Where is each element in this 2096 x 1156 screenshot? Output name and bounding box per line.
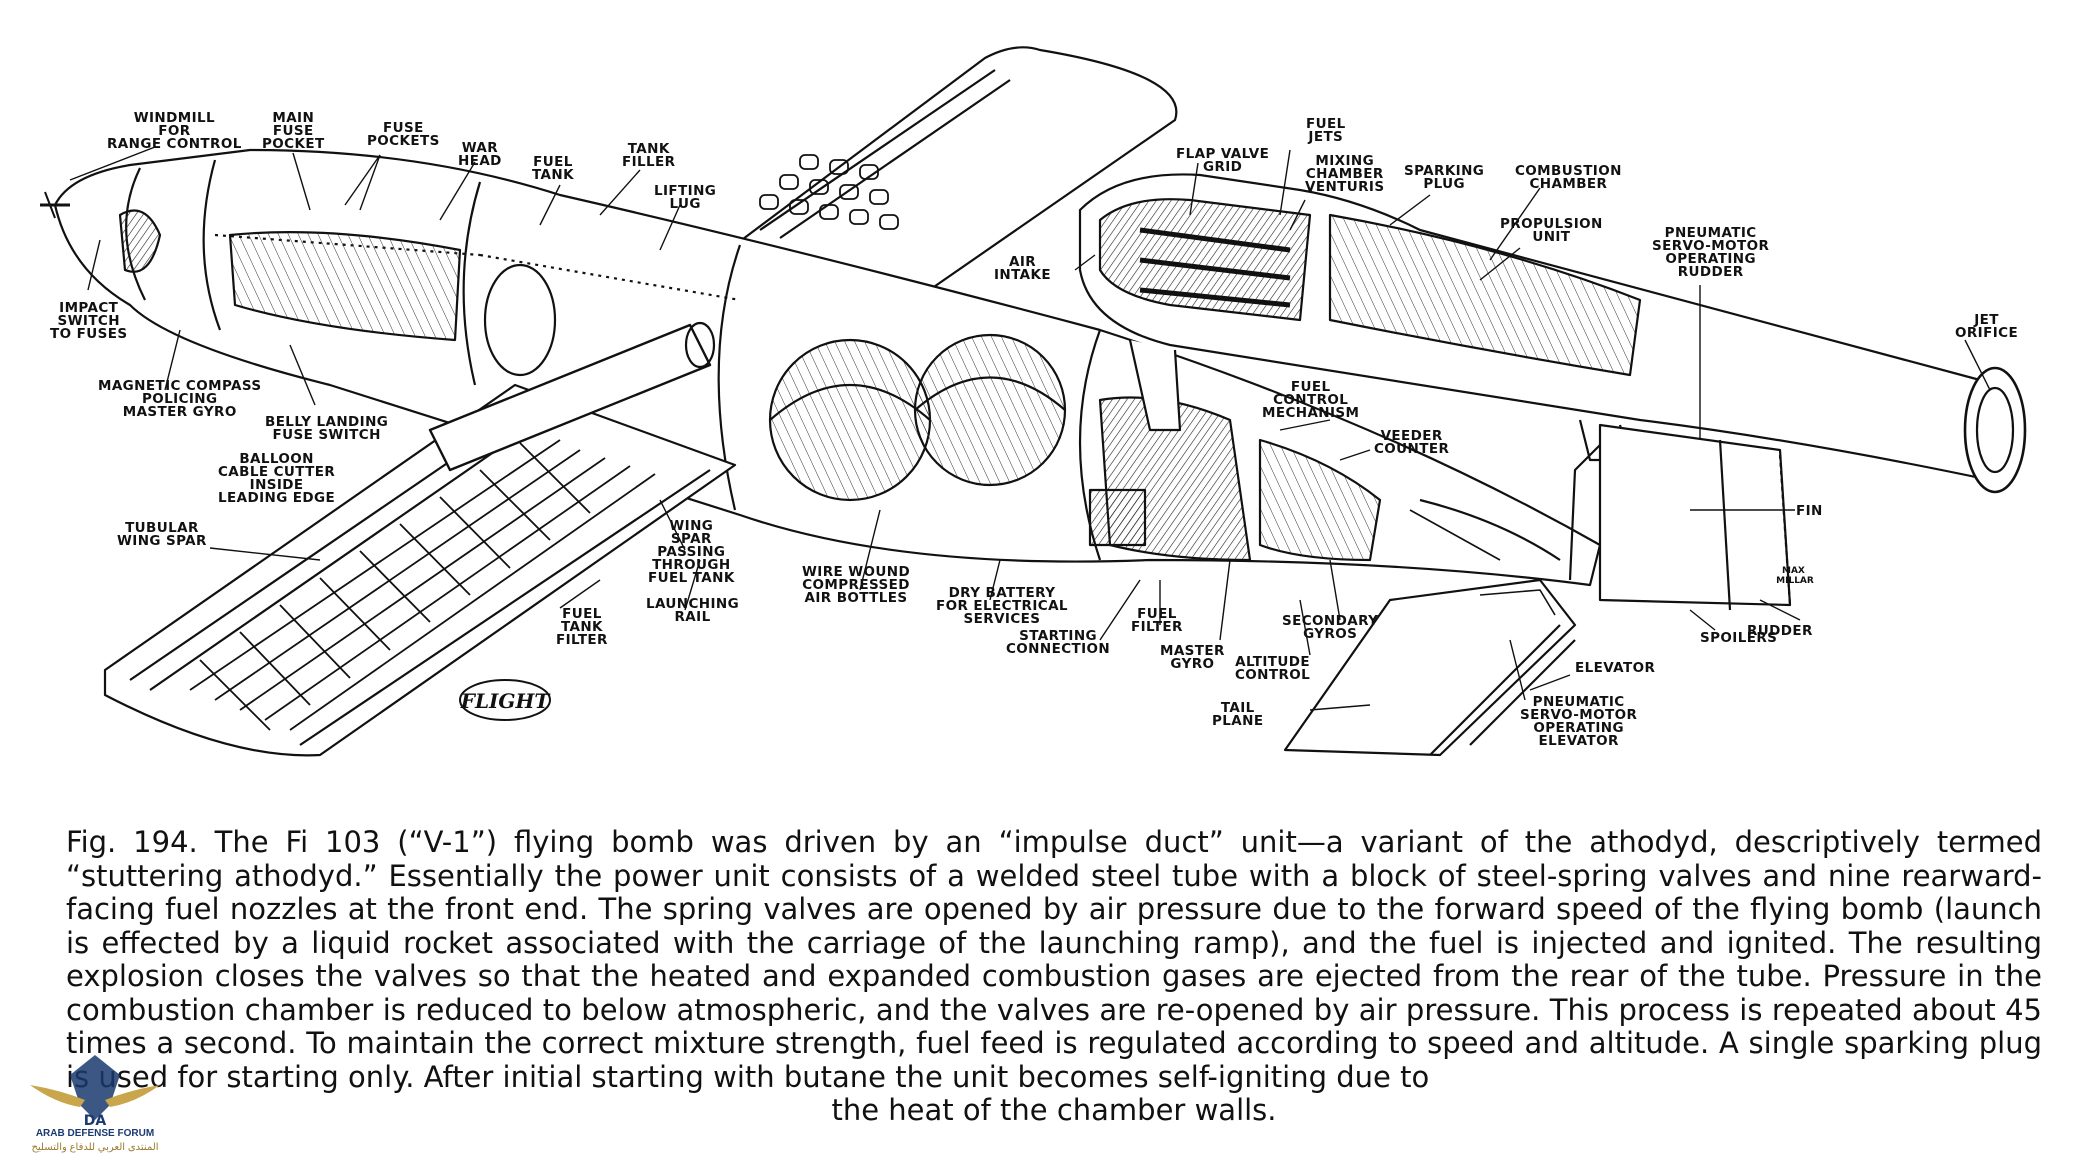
label-propulsion-unit: PROPULSION UNIT [1500, 216, 1603, 245]
caption-body: Fig. 194. The Fi 103 (“V-1”) flying bomb… [66, 825, 2042, 1094]
label-fuel-control: FUEL CONTROL MECHANISM [1262, 379, 1360, 421]
label-lifting-lug: LIFTING LUG [654, 183, 717, 212]
label-jet-orifice: JET ORIFICE [1955, 312, 2019, 341]
label-flap-valve-grid: FLAP VALVE GRID [1176, 146, 1270, 175]
label-fuel-filter: FUEL FILTER [1131, 606, 1183, 635]
label-altitude-control: ALTITUDE CONTROL [1235, 654, 1311, 683]
watermark-emblem-text: DA [84, 1113, 107, 1129]
label-fin: FIN [1796, 503, 1823, 519]
label-magnetic-compass: MAGNETIC COMPASS POLICING MASTER GYRO [98, 378, 262, 420]
caption-last-line: the heat of the chamber walls. [831, 1093, 1277, 1127]
lower-wing [103, 321, 737, 757]
label-windmill: WINDMILL FOR RANGE CONTROL [107, 110, 242, 152]
label-master-gyro: MASTER GYRO [1160, 643, 1225, 672]
label-air-intake: AIR INTAKE [994, 254, 1052, 283]
label-tank-filler: TANK FILLER [622, 141, 676, 170]
flight-logo [459, 679, 551, 721]
label-fuel-jets: FUEL JETS [1306, 116, 1346, 145]
v1-cutaway-drawing: FLIGHT [40, 46, 2027, 757]
label-sparking-plug: SPARKING PLUG [1404, 163, 1485, 192]
upper-wing [733, 46, 1178, 302]
label-secondary-gyros: SECONDARY GYROS [1282, 613, 1379, 642]
artist-signature: MAX MILLAR [1776, 566, 1814, 586]
leader-lines [69, 146, 1991, 711]
label-elevator: ELEVATOR [1575, 660, 1656, 676]
tail-plane [1283, 578, 1577, 757]
label-balloon-cable: BALLOON CABLE CUTTER INSIDE LEADING EDGE [218, 451, 336, 506]
label-rudder: RUDDER [1747, 623, 1813, 639]
propulsion-unit [1078, 173, 2027, 494]
label-dry-battery: DRY BATTERY FOR ELECTRICAL SERVICES [936, 585, 1068, 627]
watermark-subtitle: المنتدى العربي للدفاع والتسليح [31, 1142, 159, 1153]
forum-watermark-emblem: DA [30, 1055, 160, 1129]
label-impact-switch: IMPACT SWITCH TO FUSES [50, 300, 128, 342]
fin-rudder [1568, 423, 1792, 611]
label-tubular-spar: TUBULAR WING SPAR [117, 520, 207, 549]
label-war-head: WAR HEAD [458, 140, 502, 169]
label-combustion-chamber: COMBUSTION CHAMBER [1515, 163, 1622, 192]
watermark-title: ARAB DEFENSE FORUM [35, 1128, 155, 1139]
label-pneumatic-rudder: PNEUMATIC SERVO-MOTOR OPERATING RUDDER [1652, 225, 1770, 280]
label-wing-spar-passing: WING SPAR PASSING THROUGH FUEL TANK [648, 518, 735, 586]
label-mixing-chamber: MIXING CHAMBER VENTURIS [1305, 153, 1385, 195]
label-starting-connection: STARTING CONNECTION [1006, 628, 1111, 657]
label-pneumatic-elevator: PNEUMATIC SERVO-MOTOR OPERATING ELEVATOR [1520, 694, 1638, 749]
label-main-fuse-pocket: MAIN FUSE POCKET [262, 110, 325, 152]
label-launching-rail: LAUNCHING RAIL [646, 596, 740, 625]
label-belly-landing: BELLY LANDING FUSE SWITCH [265, 414, 389, 443]
label-spoilers: SPOILERS [1700, 630, 1778, 646]
label-wire-wound: WIRE WOUND COMPRESSED AIR BOTTLES [802, 564, 911, 606]
flight-logo-text: FLIGHT [460, 689, 552, 713]
figure-caption: Fig. 194. The Fi 103 (“V-1”) flying bomb… [66, 825, 2042, 1128]
fuselage [40, 148, 1602, 587]
label-fuel-tank-filter: FUEL TANK FILTER [556, 606, 608, 648]
label-tail-plane: TAIL PLANE [1212, 700, 1264, 729]
label-veeder-counter: VEEDER COUNTER [1374, 428, 1450, 457]
label-fuel-tank: FUEL TANK [532, 154, 574, 183]
label-fuse-pockets: FUSE POCKETS [367, 120, 440, 149]
